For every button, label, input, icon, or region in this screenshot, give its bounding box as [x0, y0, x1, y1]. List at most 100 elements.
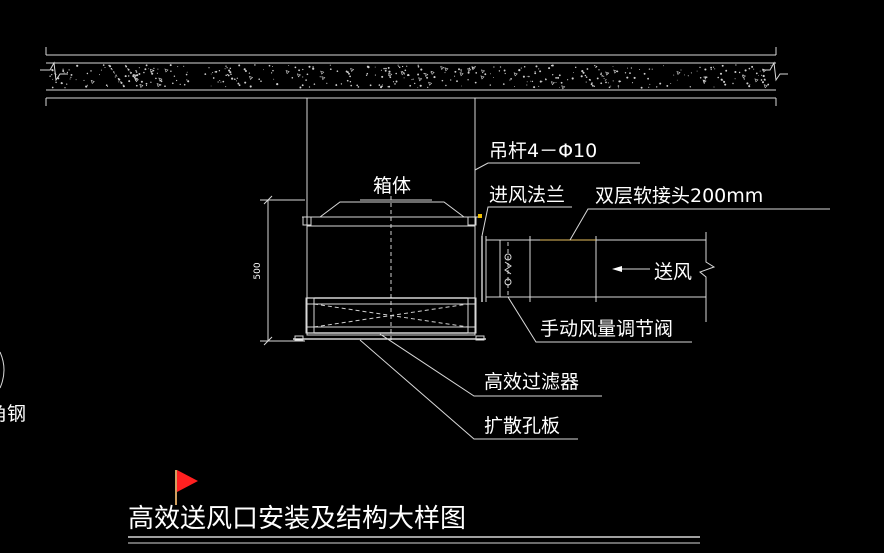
speckle-dot	[770, 64, 772, 66]
speckle-aggregate	[471, 66, 476, 71]
speckle-dot	[144, 68, 147, 71]
speckle-dot	[179, 83, 181, 85]
speckle-dot	[734, 70, 737, 74]
speckle-dot	[598, 69, 600, 71]
speckle-dot	[106, 85, 109, 87]
speckle-dot	[535, 65, 538, 68]
speckle-dot	[710, 66, 712, 69]
speckle-dot	[574, 66, 577, 69]
speckle-dot	[186, 79, 188, 81]
speckle-dot	[272, 69, 274, 72]
speckle-dot	[454, 70, 457, 73]
speckle-dot	[350, 84, 353, 87]
speckle-dot	[130, 72, 132, 74]
speckle-dot	[456, 80, 458, 83]
speckle-dot	[233, 78, 236, 80]
speckle-aggregate	[388, 72, 393, 77]
speckle-dot	[670, 83, 672, 85]
speckle-dot	[243, 68, 246, 71]
speckle-dot	[248, 72, 251, 74]
speckle-dot	[582, 71, 585, 74]
speckle-dot	[183, 83, 186, 86]
speckle-dot	[148, 68, 150, 70]
speckle-dot	[534, 72, 537, 75]
speckle-dot	[460, 69, 462, 71]
speckle-dot	[186, 71, 188, 73]
speckle-dot	[648, 86, 650, 88]
speckle-dot	[531, 80, 534, 83]
slab-speckle	[49, 64, 772, 90]
speckle-dot	[229, 67, 232, 70]
speckle-dot	[397, 64, 399, 66]
speckle-dot	[151, 72, 154, 75]
speckle-dot	[601, 75, 603, 77]
speckle-dot	[329, 68, 332, 71]
speckle-aggregate	[676, 71, 681, 76]
speckle-dot	[52, 78, 54, 80]
speckle-dot	[124, 75, 127, 78]
speckle-dot	[648, 68, 651, 70]
speckle-dot	[135, 70, 137, 72]
speckle-dot	[64, 87, 66, 89]
speckle-dot	[417, 64, 419, 66]
speckle-dot	[349, 81, 352, 83]
speckle-dot	[404, 69, 407, 72]
speckle-dot	[244, 69, 247, 73]
speckle-dot	[132, 74, 133, 76]
speckle-dot	[329, 64, 331, 66]
speckle-dot	[475, 72, 478, 74]
speckle-dot	[493, 76, 494, 78]
speckle-dot	[600, 82, 603, 85]
speckle-dot	[86, 72, 89, 75]
speckle-dot	[704, 78, 706, 80]
speckle-dot	[340, 83, 343, 85]
speckle-aggregate	[763, 84, 768, 89]
speckle-dot	[225, 65, 227, 67]
speckle-dot	[263, 69, 264, 71]
speckle-dot	[217, 81, 219, 83]
speckle-dot	[392, 81, 395, 83]
speckle-dot	[411, 79, 413, 81]
speckle-dot	[631, 82, 634, 84]
speckle-dot	[389, 76, 392, 79]
speckle-dot	[603, 78, 605, 80]
speckle-aggregate	[605, 71, 610, 76]
speckle-dot	[760, 79, 763, 81]
speckle-dot	[49, 75, 51, 77]
speckle-dot	[696, 70, 698, 72]
label-supply-air: 送风	[654, 261, 692, 283]
speckle-dot	[714, 68, 716, 70]
speckle-dot	[301, 84, 304, 87]
speckle-aggregate	[296, 73, 301, 78]
speckle-aggregate	[249, 75, 254, 81]
speckle-dot	[530, 80, 532, 82]
speckle-dot	[417, 65, 420, 68]
speckle-dot	[212, 77, 215, 79]
speckle-dot	[114, 72, 115, 74]
speckle-aggregate	[702, 79, 707, 84]
speckle-dot	[732, 82, 734, 85]
speckle-dot	[118, 81, 120, 83]
speckle-dot	[408, 74, 410, 76]
speckle-dot	[51, 69, 54, 72]
speckle-dot	[172, 82, 174, 85]
speckle-dot	[155, 77, 157, 80]
speckle-dot	[605, 79, 607, 81]
speckle-dot	[63, 72, 65, 74]
speckle-dot	[387, 86, 389, 88]
speckle-dot	[518, 69, 521, 72]
speckle-dot	[417, 87, 419, 89]
speckle-dot	[629, 72, 631, 74]
speckle-dot	[626, 76, 629, 79]
speckle-dot	[313, 83, 316, 85]
speckle-aggregate	[741, 74, 746, 79]
speckle-dot	[445, 84, 447, 87]
speckle-dot	[76, 64, 79, 67]
speckle-dot	[219, 79, 221, 82]
speckle-dot	[735, 64, 737, 66]
speckle-dot	[388, 70, 391, 73]
speckle-dot	[591, 84, 594, 87]
speckle-dot	[398, 66, 401, 69]
speckle-dot	[230, 73, 232, 75]
speckle-dot	[160, 80, 163, 83]
